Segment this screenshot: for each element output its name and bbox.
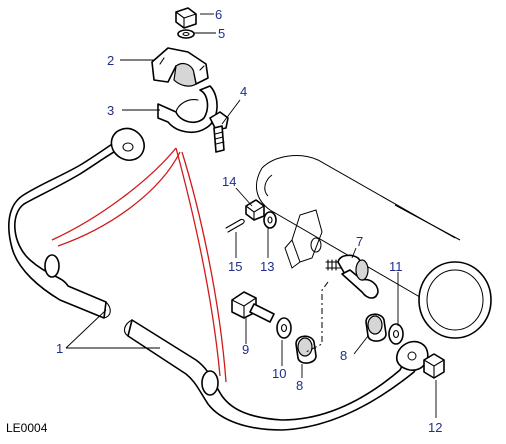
callout-11: 11	[389, 259, 403, 274]
callout-10: 10	[272, 366, 286, 381]
callout-15: 15	[228, 259, 242, 274]
bolt-clamp	[209, 111, 229, 153]
callout-6: 6	[215, 7, 222, 22]
link-bush-right	[365, 313, 387, 342]
callout-14: 14	[222, 174, 236, 189]
callout-2: 2	[107, 53, 114, 68]
callout-13: 13	[260, 259, 274, 274]
axle-housing	[255, 155, 492, 339]
washer-right	[388, 323, 404, 345]
reference-code: LE0004	[6, 421, 48, 435]
locknut-link	[245, 199, 265, 221]
centre-line	[305, 281, 329, 353]
locknut-lower	[423, 353, 445, 379]
link-bush-lower	[295, 335, 317, 364]
callout-8-lower: 8	[296, 378, 303, 393]
washer-lower	[276, 317, 292, 339]
washer-top	[177, 29, 195, 39]
drop-link	[325, 254, 379, 299]
callout-12: 12	[428, 420, 442, 435]
callout-5: 5	[218, 26, 225, 41]
callouts: 6 5 2 3 4 14 13 15 7 11 8 9 10 8 12 1	[56, 7, 442, 435]
callout-8-right: 8	[340, 348, 347, 363]
callout-1: 1	[56, 341, 63, 356]
bush-clamp	[151, 47, 209, 87]
callout-3: 3	[107, 103, 114, 118]
callout-4: 4	[240, 84, 247, 99]
callout-7: 7	[356, 234, 363, 249]
leader-lines	[65, 13, 437, 418]
washer-link-upper	[263, 211, 277, 229]
callout-9: 9	[242, 342, 249, 357]
fitting-guide-lines	[51, 147, 227, 383]
bolt-link	[231, 291, 275, 323]
anti-roll-bar	[8, 127, 429, 431]
split-pin	[225, 218, 245, 233]
bush	[157, 85, 218, 134]
locknut-top	[175, 7, 197, 29]
